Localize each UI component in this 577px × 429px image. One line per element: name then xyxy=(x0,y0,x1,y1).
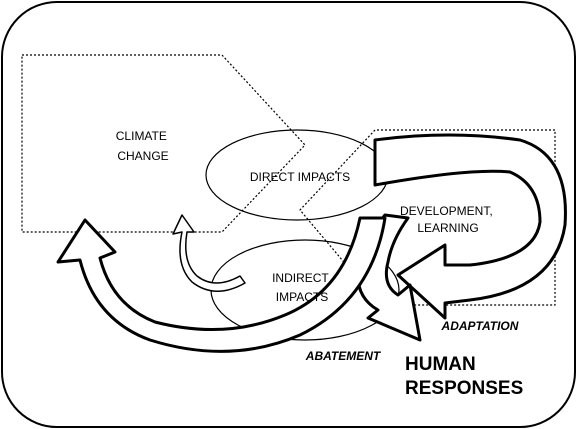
abatement-arrow xyxy=(56,216,387,353)
human-responses-region xyxy=(299,129,556,306)
feedback-small-arrow xyxy=(172,214,246,292)
development-learning-label: DEVELOPMENT, LEARNING xyxy=(400,204,496,235)
human-responses-label: HUMAN RESPONSES xyxy=(405,354,523,399)
adaptation-label: ADAPTATION xyxy=(441,319,519,333)
climate-change-label: CLIMATE CHANGE xyxy=(116,129,170,163)
climate-change-region xyxy=(21,54,306,233)
adaptation-arrow xyxy=(373,133,567,320)
abatement-label: ABATEMENT xyxy=(305,349,382,363)
direct-impacts-label: DIRECT IMPACTS xyxy=(250,170,350,184)
indirect-impacts-label: INDIRECT IMPACTS xyxy=(272,271,332,304)
